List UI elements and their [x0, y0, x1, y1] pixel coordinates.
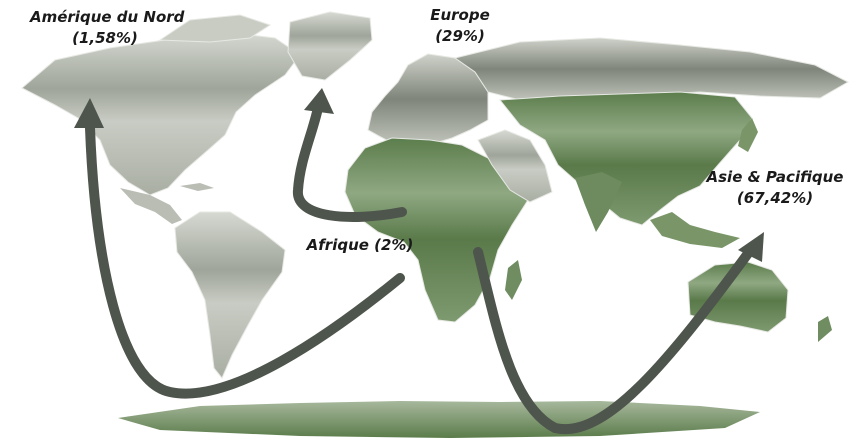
label-europe: Europe (29%) — [405, 5, 515, 47]
arrowhead-north-america — [74, 98, 104, 128]
arrowhead-europe — [304, 88, 334, 114]
land-north-america — [21, 31, 301, 196]
land-madagascar — [505, 260, 522, 300]
land-central-america — [120, 188, 182, 224]
arrow-africa-to-asia — [473, 243, 757, 435]
arrow-africa-to-north-america — [85, 123, 405, 399]
region-name: Asie & Pacifique — [706, 168, 844, 186]
label-africa: Afrique (2%) — [300, 235, 420, 256]
land-asia — [499, 91, 753, 226]
land-arabia — [477, 129, 553, 203]
land-south-america — [174, 211, 286, 379]
land-antarctica — [118, 401, 760, 438]
flow-arrows — [85, 103, 757, 435]
land-arctic-islands — [158, 14, 272, 43]
label-north-america: Amérique du Nord (1,58%) — [30, 7, 185, 49]
land-greenland — [287, 11, 373, 81]
arrow-heads — [74, 88, 764, 262]
region-name: Afrique (2%) — [306, 236, 414, 254]
region-name: Europe — [430, 6, 490, 24]
land-india — [575, 172, 622, 232]
region-share: (1,58%) — [72, 29, 138, 47]
land-caribbean — [180, 183, 214, 191]
land-north-asia — [453, 37, 850, 101]
region-name: Amérique du Nord — [30, 8, 185, 26]
region-share: (29%) — [435, 27, 485, 45]
label-asia-pacific: Asie & Pacifique (67,42%) — [700, 167, 850, 209]
arrowhead-asia — [738, 232, 764, 262]
arrow-africa-to-europe — [293, 103, 407, 222]
region-share: (67,42%) — [736, 189, 814, 207]
land-southeast-asia — [650, 212, 740, 248]
land-japan — [738, 118, 758, 152]
land-new-zealand — [818, 316, 832, 342]
